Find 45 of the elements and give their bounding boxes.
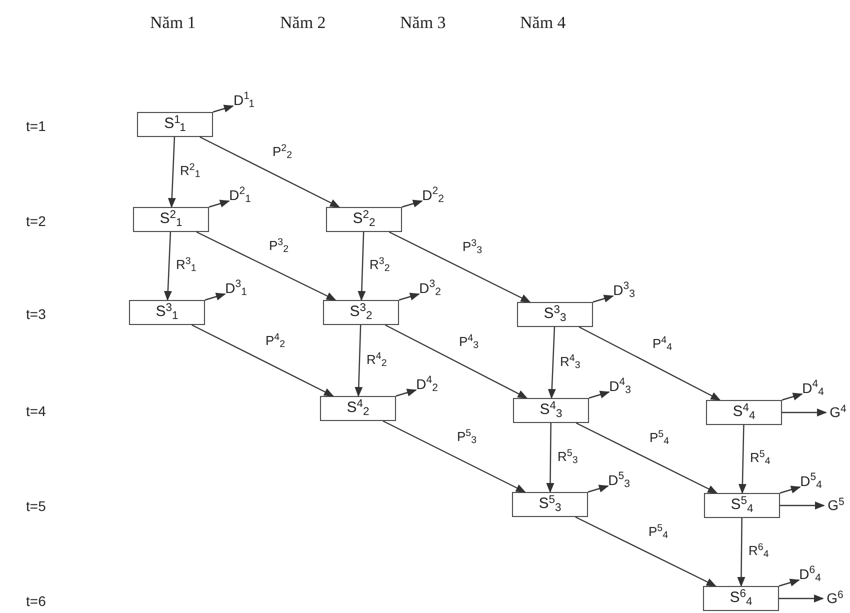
arrow	[384, 324, 528, 399]
arrow	[780, 486, 801, 494]
time-label: t=5	[26, 497, 46, 516]
time-label: t=6	[26, 592, 46, 611]
output-label: G$^{5}$	[824, 494, 848, 518]
arrow	[546, 423, 554, 493]
arrow	[588, 484, 609, 493]
arrow	[578, 326, 721, 401]
arrow	[782, 392, 803, 401]
arrow	[402, 200, 423, 208]
arrow	[396, 388, 417, 397]
time-label: t=1	[26, 117, 46, 136]
arrow	[398, 292, 420, 301]
arrow	[576, 422, 718, 494]
arrow	[196, 231, 336, 301]
time-label: t=2	[26, 212, 46, 231]
arrow	[737, 518, 746, 587]
arrow	[575, 516, 716, 587]
time-label: t=4	[26, 402, 46, 421]
arrow	[164, 232, 172, 301]
arrow	[358, 232, 366, 301]
arrow	[780, 502, 825, 510]
arrow	[200, 136, 340, 208]
arrow	[588, 390, 610, 399]
arrow	[168, 136, 176, 208]
arrow	[548, 326, 556, 399]
arrow	[208, 200, 230, 208]
arrow	[779, 594, 824, 602]
output-label: G$^{6}$	[823, 586, 847, 610]
arrow	[212, 104, 234, 113]
year-header: Năm 1	[150, 12, 196, 34]
arrow	[592, 294, 614, 303]
year-header: Năm 2	[280, 12, 326, 34]
output-label: G$^{4}$	[826, 400, 850, 424]
arrow	[354, 324, 363, 397]
arrow	[778, 578, 800, 587]
arrow	[738, 424, 746, 494]
arrow	[382, 420, 526, 493]
year-header: Năm 4	[520, 12, 566, 34]
arrow	[782, 408, 827, 416]
year-header: Năm 3	[400, 12, 446, 34]
arrow	[204, 292, 226, 301]
time-label: t=3	[26, 305, 46, 324]
arrow	[388, 231, 531, 303]
arrow	[192, 324, 334, 397]
